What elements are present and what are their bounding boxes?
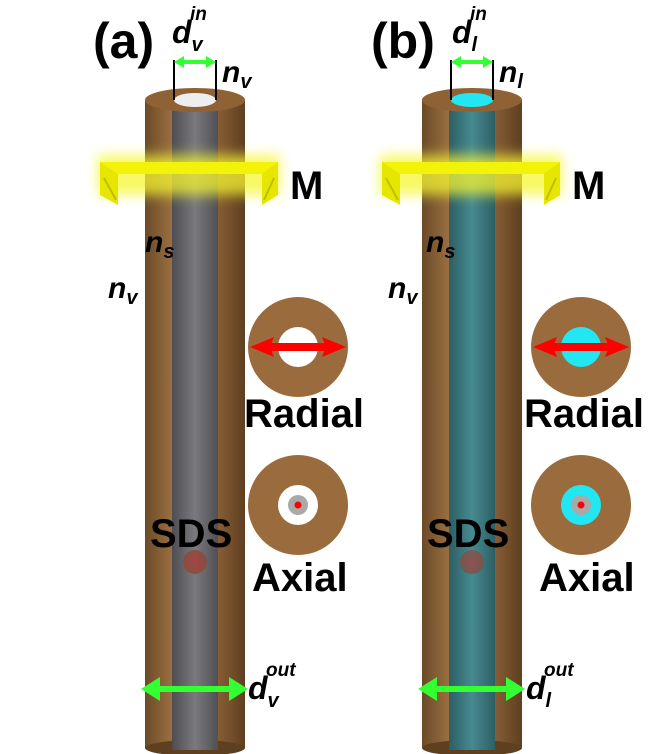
fiber-core-top: [451, 93, 493, 107]
sds-label-b: SDS: [427, 512, 510, 556]
d-out-arrow-a: [141, 677, 248, 701]
radial-inset-b: [531, 297, 631, 397]
panel-label-b: (b): [371, 13, 435, 69]
n-core-label-b: nl: [499, 56, 523, 94]
radial-label-a: Radial: [244, 392, 365, 436]
axial-inset-a: [248, 455, 348, 555]
d-superscript: in: [470, 4, 487, 25]
n-symbol: n: [222, 56, 241, 89]
axial-inset-b: [531, 455, 631, 555]
fiber-core: [449, 100, 495, 750]
d-superscript: out: [544, 660, 574, 681]
mirror-label-a: M: [290, 164, 324, 208]
n-out-label-a: nv: [108, 272, 137, 310]
mirror-label-b: M: [572, 164, 606, 208]
d-in-label-b: dl in: [452, 4, 487, 56]
d-out-arrow-b: [418, 677, 525, 701]
n-core-label-a: nv: [222, 56, 251, 94]
d-symbol: d: [452, 14, 472, 50]
d-in-arrow-b: [450, 56, 494, 100]
fiber-core: [172, 100, 218, 750]
n-subscript: v: [126, 287, 138, 309]
n-symbol: n: [499, 56, 518, 89]
panel-b-fiber: [422, 88, 522, 754]
n-symbol: n: [108, 272, 127, 305]
n-subscript: s: [163, 241, 175, 263]
n-subscript: v: [406, 287, 418, 309]
d-symbol: d: [526, 670, 546, 706]
mirror-b: [380, 155, 562, 205]
axial-label-b: Axial: [539, 556, 635, 600]
panel-label-a: (a): [93, 13, 155, 69]
axial-label-a: Axial: [252, 556, 348, 600]
d-symbol: d: [248, 670, 268, 706]
n-out-label-b: nv: [388, 272, 417, 310]
n-symbol: n: [388, 272, 407, 305]
d-subscript: v: [191, 34, 203, 56]
n-subscript: s: [444, 241, 456, 263]
d-subscript: l: [471, 34, 478, 56]
d-out-label-a: dv out: [248, 660, 296, 712]
radial-inset-a: [248, 297, 348, 397]
d-superscript: out: [266, 660, 296, 681]
d-subscript: v: [267, 690, 279, 712]
n-s-label-a: ns: [145, 226, 174, 264]
d-in-arrow-a: [173, 56, 217, 100]
n-s-label-b: ns: [426, 226, 455, 264]
sds-dot-b: [460, 550, 484, 574]
n-subscript: v: [240, 71, 252, 93]
mirror-a: [98, 155, 280, 205]
d-out-label-b: dl out: [526, 660, 574, 712]
radial-label-b: Radial: [524, 392, 645, 436]
sds-dot-a: [183, 550, 207, 574]
n-symbol: n: [145, 226, 164, 259]
sds-label-a: SDS: [150, 512, 233, 556]
d-in-label-a: dv in: [172, 4, 207, 56]
fiber-core-top: [174, 93, 216, 107]
panel-a-fiber: [145, 88, 245, 754]
d-symbol: d: [172, 14, 192, 50]
d-subscript: l: [545, 690, 552, 712]
d-superscript: in: [190, 4, 207, 25]
n-symbol: n: [426, 226, 445, 259]
n-subscript: l: [517, 71, 523, 93]
